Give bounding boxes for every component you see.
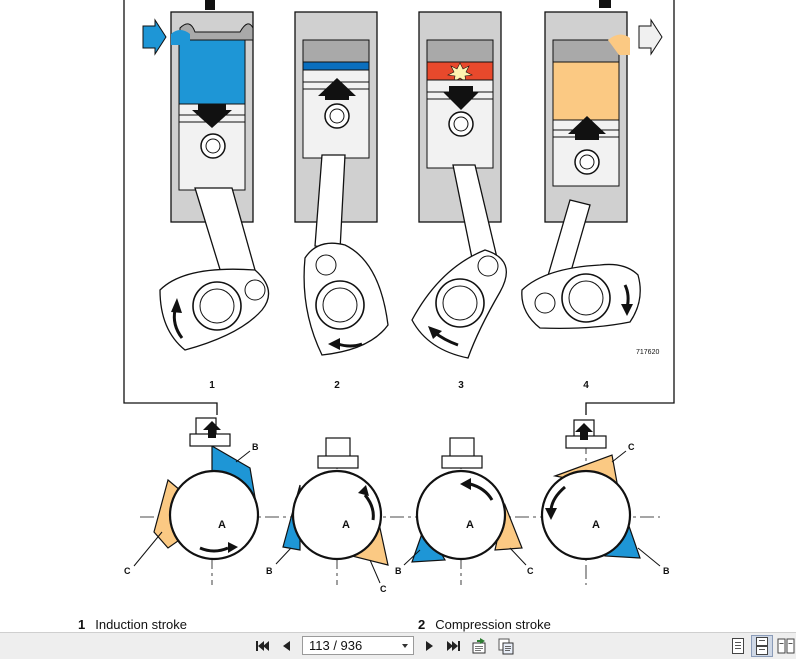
compressed-charge	[302, 61, 370, 71]
rotor-label-b: B	[252, 442, 259, 452]
last-page-button[interactable]	[444, 636, 464, 656]
next-page-icon	[426, 641, 433, 651]
figure-code: 717620	[636, 349, 659, 356]
export-button[interactable]	[470, 636, 490, 656]
previous-page-button[interactable]	[276, 636, 296, 656]
diagram-frame	[123, 0, 675, 415]
page-number-select[interactable]: 113 / 936	[302, 636, 414, 655]
caption-1-number: 1	[78, 617, 86, 632]
viewer-toolbar: 113 / 936	[0, 632, 796, 659]
last-page-icon	[447, 641, 460, 651]
continuous-view-icon	[756, 637, 768, 655]
chevron-down-icon	[402, 644, 408, 648]
stroke-number-3: 3	[458, 380, 464, 391]
caption-2: 2 Compression stroke	[418, 617, 551, 632]
next-page-button[interactable]	[420, 636, 440, 656]
rotor-label-c: C	[124, 566, 131, 576]
caption-1-text: Induction stroke	[95, 617, 188, 632]
two-page-view-icon	[777, 638, 795, 654]
cam-2: A B C	[266, 437, 389, 594]
rotor-label-b-3: B	[395, 566, 402, 576]
rotor-label-a: A	[218, 519, 226, 531]
document-page: 717620 1 2 3 4 A B C A B C	[78, 0, 675, 632]
rotor-label-c-2: C	[380, 584, 387, 594]
cylinder-4	[521, 0, 663, 330]
rotor-label-c-4: C	[628, 442, 635, 452]
first-page-button[interactable]	[252, 636, 272, 656]
single-page-view-icon	[732, 638, 744, 654]
rotor-label-a-3: A	[466, 519, 474, 531]
copy-icon	[498, 638, 514, 655]
intake-charge	[178, 39, 246, 105]
cylinder-1	[142, 0, 270, 351]
previous-page-icon	[283, 641, 290, 651]
exhaust-gas	[552, 61, 620, 121]
cam-1: A B C	[124, 417, 260, 585]
caption-2-number: 2	[418, 617, 426, 632]
two-page-view-button[interactable]	[776, 636, 796, 656]
cylinder-2	[294, 11, 389, 356]
continuous-view-button[interactable]	[751, 635, 773, 657]
rotor-label-c-3: C	[527, 566, 534, 576]
single-page-view-button[interactable]	[728, 636, 748, 656]
stroke-number-2: 2	[334, 380, 340, 391]
caption-1: 1 Induction stroke	[78, 617, 187, 632]
rotor-label-b-4: B	[663, 566, 670, 576]
copy-button[interactable]	[496, 636, 516, 656]
cylinder-3	[411, 11, 507, 359]
stroke-number-1: 1	[209, 380, 215, 391]
caption-2-text: Compression stroke	[435, 617, 551, 632]
first-page-icon	[256, 641, 269, 651]
stroke-number-4: 4	[583, 380, 589, 391]
engine-stroke-diagram: 717620 1 2 3 4 A B C A B C	[123, 0, 675, 594]
rotor-label-a-2: A	[342, 519, 350, 531]
export-icon	[472, 638, 486, 654]
rotor-label-b-2: B	[266, 566, 273, 576]
rotor-label-a-4: A	[592, 519, 600, 531]
cam-4: A C B	[540, 419, 670, 585]
cam-3: A B C	[395, 437, 534, 585]
page-indicator: 113 / 936	[309, 638, 363, 653]
